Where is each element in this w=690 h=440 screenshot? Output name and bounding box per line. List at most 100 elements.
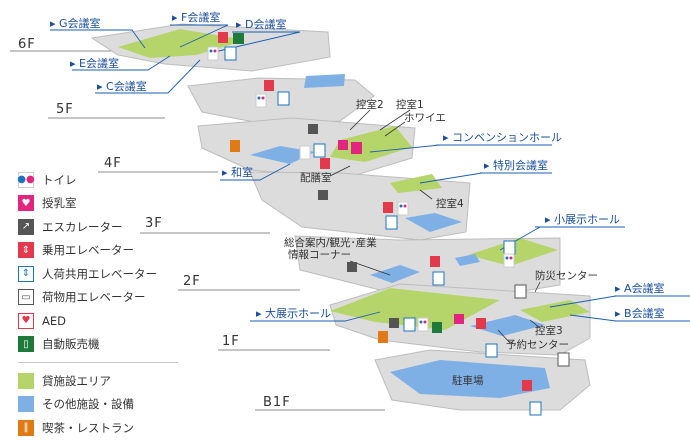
label-info-line1: 総合案内/観光･産業 — [284, 236, 377, 249]
service-elevator-icon — [385, 215, 398, 230]
floor-label-5f: 5F — [56, 102, 74, 117]
legend-item-service-elevator: ⇕ 人荷共用エレベーター — [18, 262, 198, 286]
facility-1f — [470, 315, 545, 336]
label-bousai: 防災センター — [535, 269, 598, 282]
vending-machine-icon: ▯ — [18, 336, 34, 353]
legend-label: 自動販売機 — [42, 337, 100, 352]
toilet-icon — [207, 46, 219, 61]
facility-4f — [250, 146, 315, 164]
cafe-icon: ‖ — [18, 419, 34, 436]
passenger-elevator-icon — [383, 202, 393, 213]
nursing-room-icon: ♥ — [18, 195, 34, 212]
aed-icon — [454, 314, 464, 324]
legend-label: 乗用エレベーター — [42, 243, 134, 258]
legend-divider — [18, 362, 178, 363]
rental-area-swatch — [18, 372, 34, 389]
callout-small-hall[interactable]: ▸ 小展示ホール — [545, 213, 620, 226]
passenger-elevator-icon — [320, 158, 330, 169]
callout-washitsu[interactable]: ▸ 和室 — [222, 165, 253, 179]
callout-b-room[interactable]: ▸ B会議室 — [615, 306, 665, 320]
facility-5f — [304, 74, 345, 88]
label-hikaeshitsu2: 控室2 — [356, 98, 384, 111]
legend-item-passenger-elevator: ⇕ 乗用エレベーター — [18, 239, 198, 263]
legend-item-nursing: ♥ 授乳室 — [18, 192, 198, 216]
map-icons — [207, 32, 570, 416]
legend-label: トイレ — [42, 172, 77, 187]
callout-d-room[interactable]: ▸ D会議室 — [236, 17, 287, 31]
floor-label-3f: 3F — [145, 216, 163, 231]
rental-area-4f — [330, 126, 412, 162]
passenger-elevator-icon: ⇕ — [18, 242, 34, 259]
rental-area-3f — [390, 174, 442, 193]
legend-item-escalator: ↗ エスカレーター — [18, 215, 198, 239]
legend-label: 人荷共用エレベーター — [42, 266, 157, 281]
escalator-icon — [308, 124, 318, 134]
label-hikaeshitsu1: 控室1 — [396, 98, 424, 111]
floor-label-1f: 1F — [222, 334, 240, 349]
label-info-line2: 情報コーナー — [288, 248, 351, 261]
legend-item-rental: 貸施設エリア — [18, 369, 198, 393]
cafe-icon — [230, 140, 240, 152]
cafe-icon — [378, 331, 388, 343]
legend-label: 授乳室 — [42, 196, 77, 211]
parking-area — [390, 360, 550, 398]
callout-convention-hall[interactable]: ▸ コンベンションホール — [443, 131, 562, 144]
label-haizenshitsu: 配膳室 — [300, 171, 332, 184]
other-facility-swatch — [18, 396, 34, 413]
service-elevator-icon — [529, 401, 542, 416]
callout-g-room[interactable]: ▸ G会議室 — [50, 16, 101, 30]
label-yoyaku: 予約センター — [506, 338, 569, 351]
label-parking: 駐車場 — [452, 374, 484, 387]
callout-large-hall[interactable]: ▸ 大展示ホール — [256, 306, 331, 320]
passenger-elevator-icon — [430, 256, 440, 267]
vending-machine-icon — [432, 322, 442, 333]
floor-plates — [90, 23, 591, 411]
legend: ●● トイレ ♥ 授乳室 ↗ エスカレーター ⇕ 乗用エレベーター ⇕ 人荷共用… — [17, 168, 198, 440]
legend-label: その他施設・設備 — [42, 397, 134, 412]
label-hikaeshitsu4: 控室4 — [436, 197, 464, 210]
facility-2f-b — [455, 254, 480, 266]
escalator-icon — [389, 318, 399, 328]
toilet-icon — [503, 253, 515, 268]
aed-icon — [338, 140, 348, 150]
passenger-elevator-icon — [522, 380, 532, 391]
passenger-elevator-icon — [218, 32, 228, 43]
toilet-icon — [397, 201, 409, 216]
callout-special-room[interactable]: ▸ 特別会議室 — [484, 158, 548, 172]
callout-f-room[interactable]: ▸ F会議室 — [172, 10, 220, 24]
rental-area-6f — [118, 29, 246, 58]
floor-label-2f: 2F — [183, 274, 201, 289]
legend-item-other-facility: その他施設・設備 — [18, 393, 198, 417]
service-elevator-icon — [313, 143, 326, 158]
service-elevator-icon — [432, 271, 445, 286]
toilet-icon — [299, 145, 311, 160]
legend-item-freight-elevator: ▭ 荷物用エレベーター — [18, 286, 198, 310]
service-elevator-icon: ⇕ — [18, 265, 34, 282]
callout-lines — [50, 24, 690, 322]
legend-label: 荷物用エレベーター — [42, 290, 146, 305]
legend-item-toilet: ●● トイレ — [17, 168, 198, 192]
facility-3f — [405, 213, 462, 232]
legend-item-vending: ▯ 自動販売機 — [18, 333, 198, 357]
floor-lines — [10, 50, 385, 411]
service-elevator-icon — [503, 240, 516, 255]
callout-a-room[interactable]: ▸ A会議室 — [615, 281, 665, 295]
passenger-elevator-icon — [476, 318, 486, 329]
freight-elevator-icon: ▭ — [18, 289, 34, 306]
callout-e-room[interactable]: ▸ E会議室 — [70, 56, 119, 70]
callout-c-room[interactable]: ▸ C会議室 — [97, 79, 147, 93]
floor-label-6f: 6F — [18, 37, 36, 52]
freight-elevator-icon — [514, 284, 527, 299]
floor-label-b1f: B1F — [263, 395, 291, 410]
service-elevator-icon — [224, 46, 237, 61]
freight-elevator-icon — [557, 352, 570, 367]
legend-label: エスカレーター — [42, 219, 123, 234]
aed-icon: ♥ — [18, 312, 34, 329]
service-elevator-icon — [403, 317, 416, 332]
toilet-icon — [417, 317, 429, 332]
toilet-icon: ●● — [17, 171, 35, 188]
facility-2f-a — [370, 265, 420, 283]
nursing-room-icon — [351, 142, 362, 154]
service-elevator-icon — [277, 91, 290, 106]
